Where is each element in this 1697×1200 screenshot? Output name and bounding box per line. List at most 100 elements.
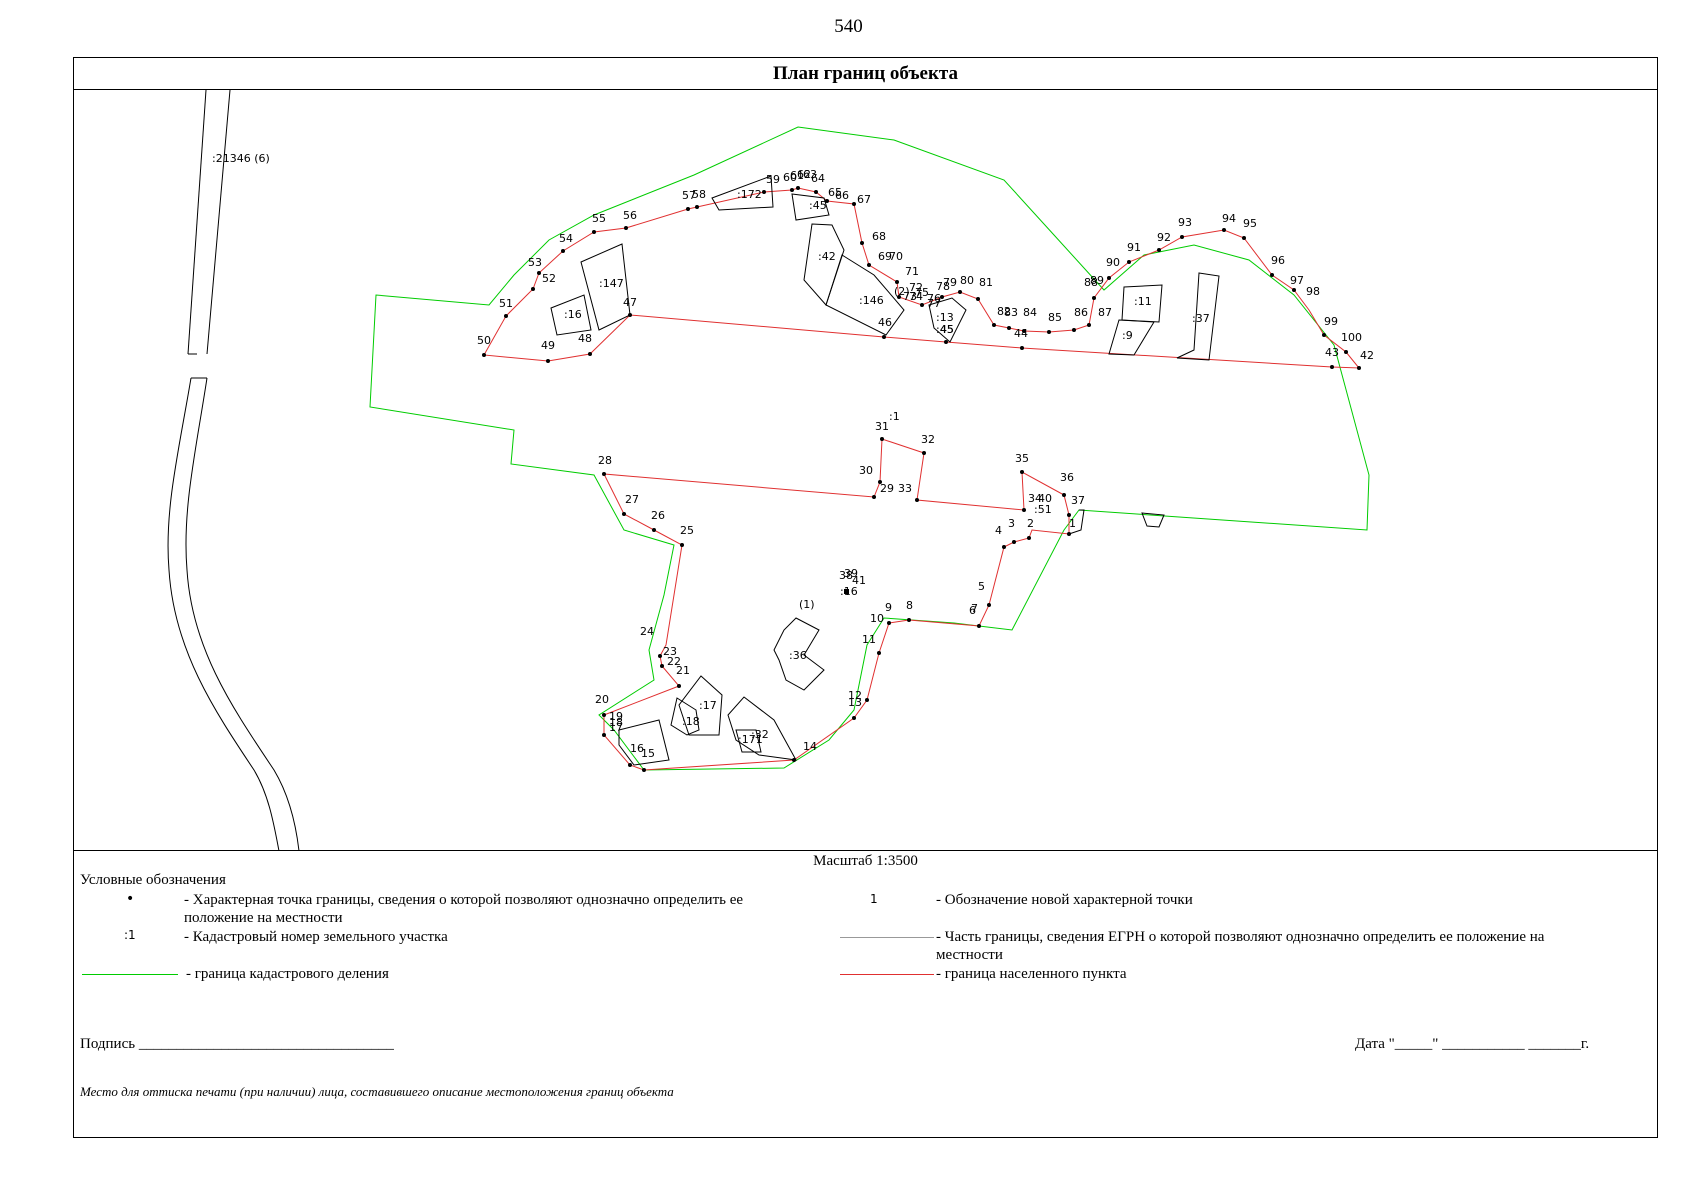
point-label-4: 4	[995, 524, 1002, 537]
point-label-6: 6	[969, 604, 976, 617]
point-label-57: 57	[682, 189, 696, 202]
point-92	[1157, 248, 1161, 252]
point-37	[1067, 513, 1071, 517]
settlement-boundary-south	[603, 438, 1070, 771]
point-label-14: 14	[803, 740, 817, 753]
point-label-38: 38	[839, 569, 853, 582]
point-label-30: 30	[859, 464, 873, 477]
parcel-label-16: :16	[564, 308, 582, 321]
point-label-20: 20	[595, 693, 609, 706]
signature-line: Подпись ________________________________…	[80, 1036, 394, 1052]
point-label-36: 36	[1060, 471, 1074, 484]
stamp-note: Место для оттиска печати (при наличии) л…	[80, 1084, 674, 1099]
point-label-24: 24	[640, 625, 654, 638]
point-cluster-38-41	[844, 589, 849, 594]
parcel-label-171: :171	[738, 733, 763, 746]
road-edge-upper-left	[187, 90, 207, 355]
legend-green-line	[82, 974, 178, 975]
point-label-44: 44	[1014, 327, 1028, 340]
point-label-43: 43	[1325, 346, 1339, 359]
point-label-63: 63	[803, 168, 817, 181]
point-label-55: 55	[592, 212, 606, 225]
point-label-46: 46	[878, 316, 892, 329]
boundary-plan-frame: План границ объекта	[73, 57, 1658, 1138]
point-label-8: 8	[906, 599, 913, 612]
point-84	[1022, 329, 1026, 333]
point-16	[628, 763, 632, 767]
point-64	[814, 190, 818, 194]
point-label-98: 98	[1306, 285, 1320, 298]
point-26	[652, 528, 656, 532]
point-label-39: 39	[844, 567, 858, 580]
parcel-small-east	[1141, 512, 1165, 528]
map-labels: :21346 (6) :147 :16 :172 :45 :42 :146 :1…	[212, 152, 1374, 760]
parcel-label-45-north: :45	[809, 199, 827, 212]
point-87	[1087, 323, 1091, 327]
point-80	[958, 290, 962, 294]
point-95	[1242, 236, 1246, 240]
point-label-10: 10	[870, 612, 884, 625]
parcel-label-9: :9	[1122, 329, 1133, 342]
point-61	[796, 186, 800, 190]
point-label-64: 64	[811, 172, 825, 185]
point-label-40: 40	[1038, 492, 1052, 505]
point-52	[531, 287, 535, 291]
legend-new-point-symbol: 1	[870, 892, 878, 906]
parcel-label-37: :37	[1192, 312, 1210, 325]
point-8	[907, 618, 911, 622]
point-label-89: 89	[1090, 274, 1104, 287]
point-3	[1012, 540, 1016, 544]
settlement-outline-north	[483, 187, 1361, 369]
point-99	[1322, 333, 1326, 337]
date-line: Дата "_____" ___________ _______г.	[1355, 1036, 1590, 1052]
point-31	[880, 437, 884, 441]
parcel-17	[678, 675, 723, 736]
parcel-171	[727, 696, 797, 761]
road-lines	[167, 90, 300, 850]
point-45	[944, 340, 948, 344]
parcel-label-172: :172	[737, 188, 762, 201]
point-71	[895, 280, 899, 284]
point-83	[1007, 326, 1011, 330]
point-label-2: 2	[1027, 517, 1034, 530]
point-56	[624, 226, 628, 230]
point-label-25: 25	[680, 524, 694, 537]
point-55	[592, 230, 596, 234]
parcel-label-51: :51	[1034, 503, 1052, 516]
point-label-67: 67	[857, 193, 871, 206]
point-29	[872, 495, 876, 499]
point-label-42: 42	[1360, 349, 1374, 362]
parcel-172	[711, 175, 774, 211]
point-12	[865, 698, 869, 702]
point-68	[860, 241, 864, 245]
point-label-50: 50	[477, 334, 491, 347]
parcel-36	[773, 617, 825, 691]
point-label-71: 71	[905, 265, 919, 278]
point-15	[642, 768, 646, 772]
legend-cadastral-number-symbol: :1	[124, 928, 136, 942]
point-label-60: 60	[783, 171, 797, 184]
point-44	[1020, 346, 1024, 350]
point-label-81: 81	[979, 276, 993, 289]
point-label-21: 21	[676, 664, 690, 677]
point-label-1: 1	[1069, 517, 1076, 530]
point-label-97: 97	[1290, 274, 1304, 287]
boundary-points	[482, 186, 1361, 772]
point-19	[602, 713, 606, 717]
point-36	[1062, 493, 1066, 497]
parcel-label-42: :42	[818, 250, 836, 263]
legend-point-text: - Характерная точка границы, сведения о …	[184, 892, 744, 926]
page-number: 540	[834, 16, 863, 37]
legend-title: Условные обозначения	[80, 872, 226, 888]
point-27	[622, 512, 626, 516]
point-65	[825, 199, 829, 203]
point-91	[1127, 260, 1131, 264]
point-1	[1067, 532, 1071, 536]
point-67	[852, 202, 856, 206]
point-label-37: 37	[1071, 494, 1085, 507]
point-label-84: 84	[1023, 306, 1037, 319]
point-43	[1330, 365, 1334, 369]
point-label-16: 16	[630, 742, 644, 755]
parcel-label-17: :17	[699, 699, 717, 712]
point-label-33: 33	[898, 482, 912, 495]
